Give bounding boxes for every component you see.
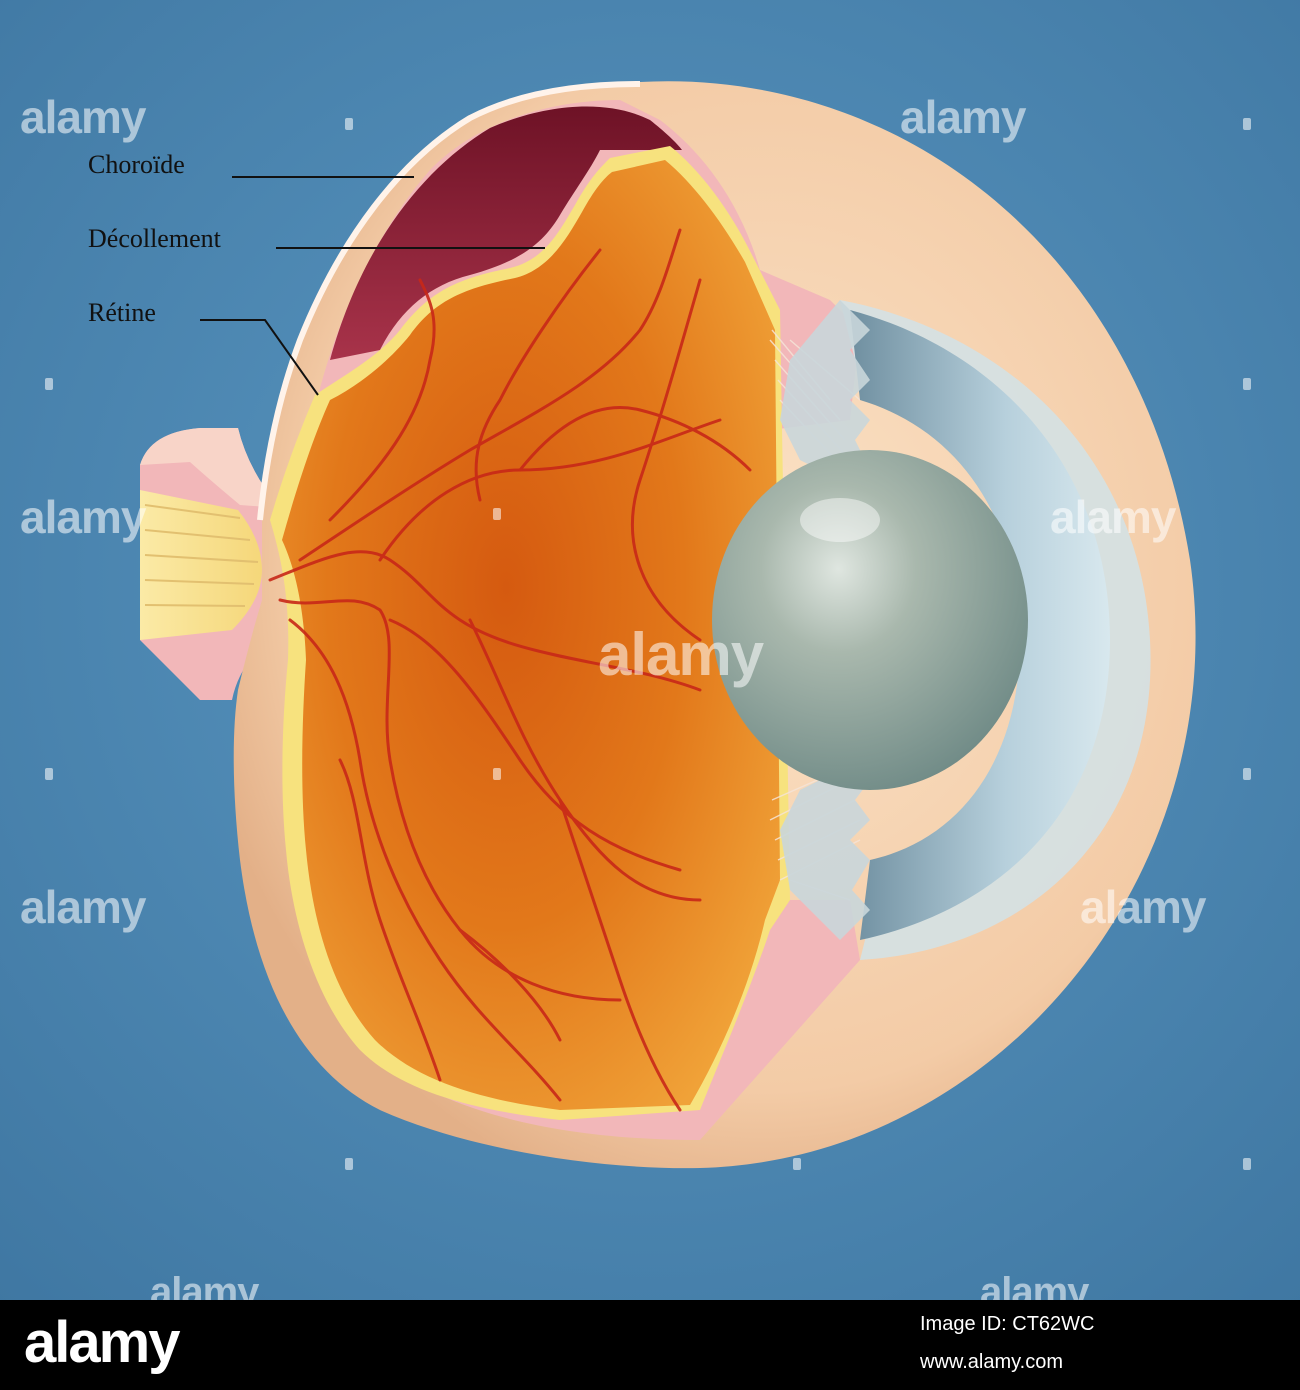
watermark-mark bbox=[45, 378, 53, 390]
watermark-text: alamy bbox=[1080, 881, 1206, 933]
eye-cross-section-illustration: alamy alamy alamy alamy alamy alamy alam… bbox=[0, 0, 1300, 1300]
optic-nerve bbox=[140, 490, 262, 640]
ciliary-body-lower bbox=[780, 770, 870, 940]
watermark-mark bbox=[1243, 1158, 1251, 1170]
iris bbox=[850, 310, 1110, 940]
watermark-footer: alamy Image ID: CT62WC www.alamy.com bbox=[0, 1300, 1300, 1390]
label-choroide: Choroïde bbox=[88, 150, 185, 179]
retinal-vessels bbox=[268, 228, 752, 1112]
watermark-text: alamy bbox=[20, 881, 146, 933]
watermark-mark bbox=[1243, 378, 1251, 390]
watermark-mark bbox=[493, 508, 501, 520]
watermark-text: alamy bbox=[598, 621, 764, 688]
watermark-mark bbox=[345, 118, 353, 130]
lens bbox=[712, 450, 1028, 790]
watermark-mark bbox=[493, 768, 501, 780]
label-retine: Rétine bbox=[88, 298, 156, 327]
watermark-mark bbox=[1243, 118, 1251, 130]
vitreous-body bbox=[282, 160, 780, 1110]
ciliary-body-upper bbox=[780, 300, 870, 480]
watermark-mark bbox=[45, 768, 53, 780]
footer-logo: alamy bbox=[24, 1310, 180, 1375]
detached-space bbox=[330, 106, 682, 361]
watermark-text: alamy bbox=[900, 91, 1026, 143]
watermark-text: alamy bbox=[20, 491, 146, 543]
lens-highlight bbox=[800, 498, 880, 542]
optic-nerve-sheath-top bbox=[140, 428, 280, 508]
watermark-text: alamy bbox=[1050, 491, 1176, 543]
sclera-rim bbox=[257, 81, 641, 521]
footer-url: www.alamy.com bbox=[920, 1351, 1063, 1373]
cornea bbox=[840, 300, 1151, 960]
label-decollement: Décollement bbox=[88, 224, 221, 253]
leader-lines bbox=[200, 176, 545, 396]
footer-image-id: Image ID: CT62WC bbox=[920, 1313, 1095, 1335]
watermark-mark bbox=[793, 1158, 801, 1170]
retine-leader-line bbox=[200, 319, 319, 396]
watermark-mark bbox=[1243, 768, 1251, 780]
watermark-mark bbox=[345, 1158, 353, 1170]
watermark-text: alamy bbox=[20, 91, 146, 143]
